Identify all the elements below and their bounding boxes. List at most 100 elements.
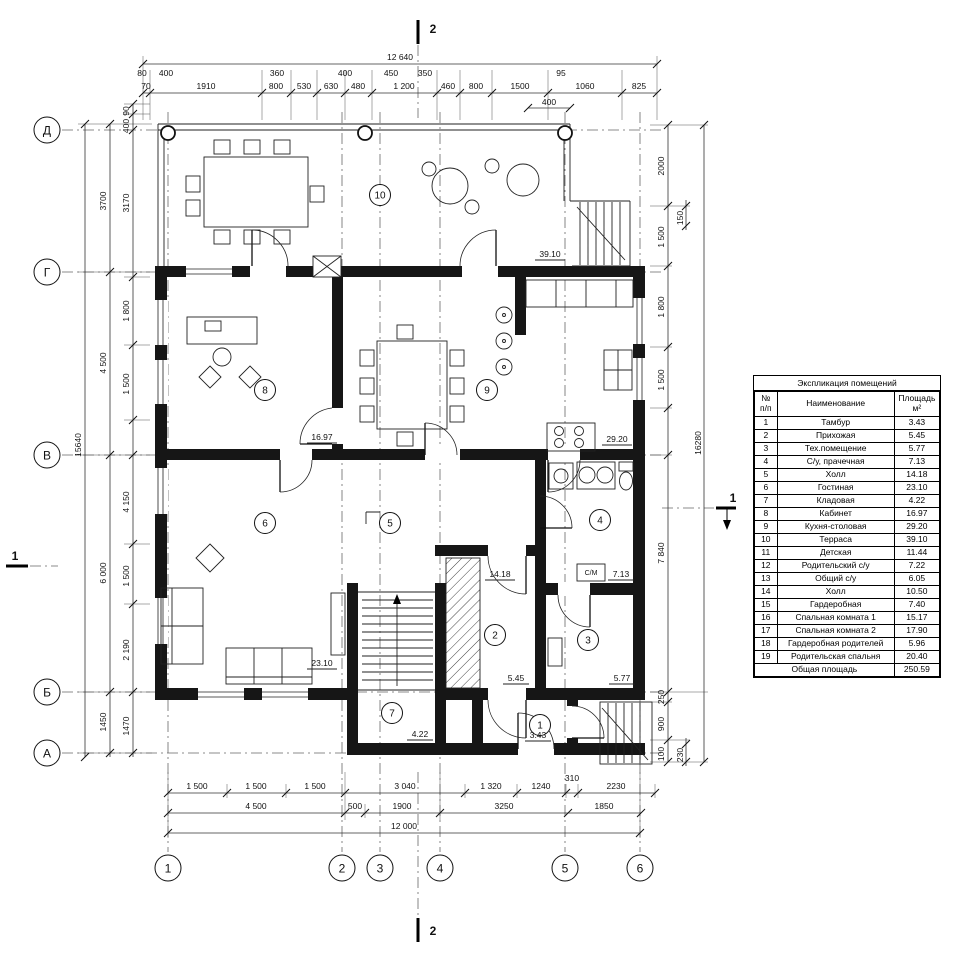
doors [251, 229, 605, 750]
cell-name: Родительская спальня [776, 650, 895, 664]
dim: 800 [269, 81, 283, 91]
cell-area: 17.90 [893, 624, 941, 638]
cell-num: 11 [754, 546, 778, 560]
cell-name: Спальная комната 2 [776, 624, 895, 638]
area-tambur: 3.43 [530, 730, 547, 740]
cell-num: 17 [754, 624, 778, 638]
dim-top-overall: 12 640 [387, 52, 413, 62]
axis-number: 3 [377, 862, 384, 876]
dim-left-overall: 15640 [73, 433, 83, 457]
dim: 400 [542, 97, 556, 107]
cell-area: 5.45 [893, 429, 941, 443]
dim: 1 500 [245, 781, 267, 791]
dim: 1 500 [656, 369, 666, 391]
axis-letter: В [43, 449, 51, 463]
cell-name: Тамбур [776, 416, 895, 430]
dim: 1 500 [186, 781, 208, 791]
section-mark-bottom: 2 [430, 924, 437, 938]
axis-number: 6 [637, 862, 644, 876]
room-number: 4 [597, 516, 603, 527]
dim: 900 [656, 717, 666, 731]
dim: 7 840 [656, 542, 666, 564]
walls [155, 266, 645, 755]
room-number: 1 [537, 721, 543, 732]
cell-area: 10.50 [893, 585, 941, 599]
dimension-lines [80, 59, 709, 838]
dim: 95 [556, 68, 566, 78]
dim: 70 [141, 81, 151, 91]
cell-area: 39.10 [893, 533, 941, 547]
furniture-bathroom: С/М [547, 461, 634, 667]
dim: 1 200 [393, 81, 415, 91]
dim: 460 [441, 81, 455, 91]
cell-num: 5 [754, 468, 778, 482]
dim: 1 800 [656, 296, 666, 318]
dim: 4 150 [121, 491, 131, 513]
section-marks: 2 2 1 1 [6, 20, 737, 942]
cell-num: 4 [754, 455, 778, 469]
dim: 1060 [576, 81, 595, 91]
dim: 1 500 [121, 565, 131, 587]
area-hall: 14.18 [489, 569, 511, 579]
room-number: 10 [374, 191, 386, 202]
cell-name: С/у, прачечная [776, 455, 895, 469]
wall-openings [154, 265, 646, 756]
furniture-kitchen-dining [359, 279, 634, 452]
dim: 3 040 [394, 781, 416, 791]
section-mark-left: 1 [12, 549, 19, 563]
furniture-living [160, 511, 380, 685]
cell-name: Кабинет [776, 507, 895, 521]
dim: 90 [121, 106, 131, 116]
dim: 400 [159, 68, 173, 78]
cell-num: 7 [754, 494, 778, 508]
dim: 310 [565, 773, 579, 783]
cell-area: 6.05 [893, 572, 941, 586]
cell-area: 20.40 [893, 650, 941, 664]
cell-area: 14.18 [893, 468, 941, 482]
cell-name: Кладовая [776, 494, 895, 508]
dimension-texts-bottom: 1 500 1 500 1 500 3 040 1 320 1240 310 2… [186, 773, 625, 831]
dim: 1470 [121, 716, 131, 735]
stairs [358, 557, 653, 765]
dim: 480 [351, 81, 365, 91]
dimension-texts-right: 16280 2000 1 500 1 800 1 500 7 840 250 9… [656, 156, 703, 762]
cell-num: 6 [754, 481, 778, 495]
total-value: 250.59 [893, 663, 941, 677]
dim: 1910 [197, 81, 216, 91]
cell-area: 5.77 [893, 442, 941, 456]
room-number: 6 [262, 519, 268, 530]
room-number: 3 [585, 636, 591, 647]
cell-num: 1 [754, 416, 778, 430]
cell-num: 14 [754, 585, 778, 599]
axis-number: 2 [339, 862, 346, 876]
axis-letter: Д [43, 124, 51, 138]
dim: 2 190 [121, 639, 131, 661]
area-bath: 7.13 [613, 569, 630, 579]
cell-num: 2 [754, 429, 778, 443]
room-number: 2 [492, 631, 498, 642]
cell-area: 23.10 [893, 481, 941, 495]
room-explication-table: Экспликация помещений № п/п Наименование… [753, 375, 941, 678]
dimension-texts-top: 12 640 80 400 360 400 450 350 95 70 1910… [137, 52, 646, 107]
section-mark-top: 2 [430, 22, 437, 36]
dim: 1500 [511, 81, 530, 91]
cell-area: 5.96 [893, 637, 941, 651]
dim: 1900 [393, 801, 412, 811]
room-number: 9 [484, 386, 490, 397]
cell-name: Гардеробная [776, 598, 895, 612]
cell-name: Тех.помещение [776, 442, 895, 456]
dim: 1 500 [121, 373, 131, 395]
axis-number: 4 [437, 862, 444, 876]
